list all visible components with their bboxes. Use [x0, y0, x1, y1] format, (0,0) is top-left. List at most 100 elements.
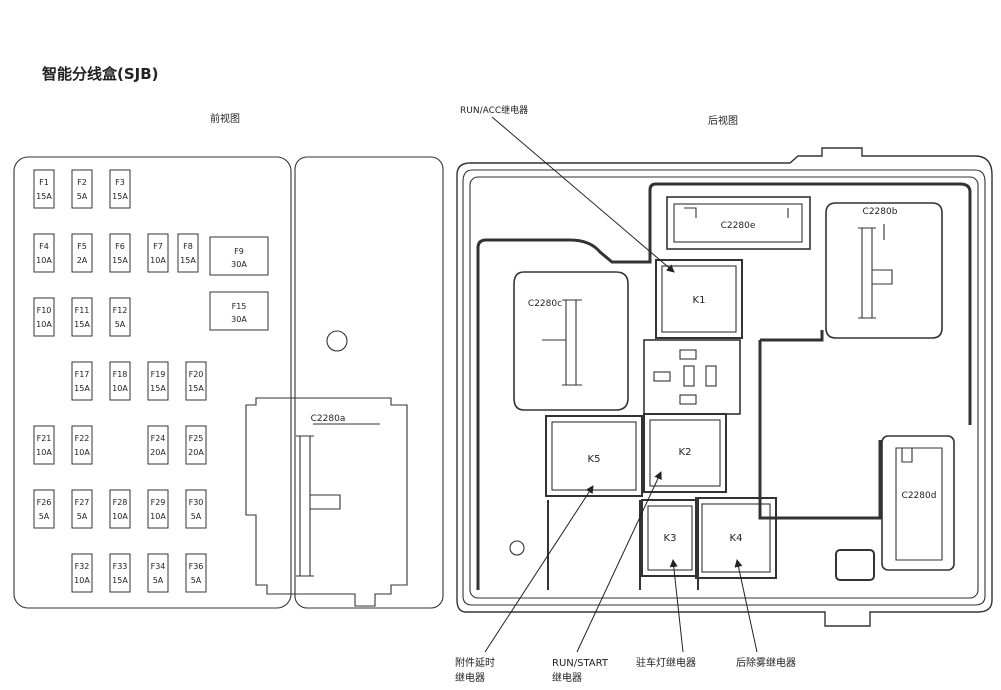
fuse-rating: 10A — [74, 448, 90, 457]
callout-run-start-line2: 继电器 — [552, 671, 582, 684]
leader-run-start — [576, 471, 662, 653]
front-cover-panel — [294, 156, 444, 609]
fuse-body — [109, 169, 131, 209]
relay-k2-label: K2 — [679, 447, 692, 458]
fuse-id: F34 — [151, 562, 166, 571]
fuse-body — [185, 553, 207, 593]
socket-terminal — [679, 349, 697, 360]
fuse-rating: 15A — [150, 384, 166, 393]
fuse-rating: 5A — [77, 192, 88, 201]
socket-terminal — [683, 365, 695, 387]
fuse-rating: 5A — [115, 320, 126, 329]
relay-k5 — [545, 415, 643, 497]
fuse-id: F20 — [189, 370, 204, 379]
relay-socket-block — [643, 339, 741, 415]
fuse-id: F32 — [75, 562, 90, 571]
fuse-id: F6 — [115, 242, 125, 251]
connector-c2280d-label: C2280d — [902, 491, 937, 501]
fuse-grid: F115AF25AF315AF410AF52AF615AF710AF815AF9… — [33, 169, 269, 593]
channel-wall-mid — [758, 330, 882, 520]
fuse-id: F17 — [75, 370, 90, 379]
fuse-rating: 5A — [153, 576, 164, 585]
fuse-id: F3 — [115, 178, 125, 187]
fuse-f34: F34 5A — [147, 553, 169, 593]
fuse-id: F8 — [183, 242, 193, 251]
callout-run-acc: RUN/ACC继电器 — [460, 104, 528, 116]
fuse-id: F12 — [113, 306, 128, 315]
fuse-rating: 10A — [112, 384, 128, 393]
fuse-rating: 2A — [77, 256, 88, 265]
fuse-id: F18 — [113, 370, 128, 379]
relay-k4-inner — [701, 503, 771, 573]
fuse-body — [147, 489, 169, 529]
relay-k2 — [643, 413, 727, 493]
leader-run-acc — [491, 116, 675, 273]
leader-accessory-delay — [484, 485, 594, 653]
fuse-id: F11 — [75, 306, 90, 315]
fuse-rating: 10A — [36, 448, 52, 457]
relay-k4 — [695, 497, 777, 579]
fuse-rating: 10A — [150, 512, 166, 521]
fuse-body — [209, 291, 269, 331]
callout-run-start-line1: RUN/START — [552, 658, 609, 669]
relay-k3 — [641, 499, 699, 577]
fuse-id: F33 — [113, 562, 128, 571]
fuse-id: F24 — [151, 434, 166, 443]
fuse-rating: 30A — [231, 260, 247, 269]
connector-c2280e-key — [684, 207, 789, 218]
mounting-hole — [326, 330, 348, 352]
leader-rear-defrost — [734, 559, 758, 653]
fuse-id: F26 — [37, 498, 52, 507]
connector-c2280b-label: C2280b — [863, 207, 898, 217]
diagram-title: 智能分线盒(SJB) — [42, 65, 159, 83]
socket-terminal — [679, 394, 697, 405]
fuse-id: F10 — [37, 306, 52, 315]
fuse-body — [33, 169, 55, 209]
fuse-body — [209, 236, 269, 276]
relay-k5-label: K5 — [588, 454, 601, 465]
fuse-id: F5 — [77, 242, 87, 251]
connector-c2280a-slot — [296, 435, 341, 577]
fuse-id: F21 — [37, 434, 52, 443]
connector-c2280d-outline — [881, 435, 955, 571]
fuse-rating: 10A — [36, 320, 52, 329]
fuse-id: F30 — [189, 498, 204, 507]
connector-c2280e-label: C2280e — [721, 221, 756, 231]
fuse-rating: 20A — [188, 448, 204, 457]
rear-view-label: 后视图 — [708, 114, 738, 127]
fuse-body — [71, 297, 93, 337]
fuse-body — [147, 553, 169, 593]
fuse-body — [71, 233, 93, 273]
fuse-body — [147, 233, 169, 273]
rear-latch — [835, 549, 875, 581]
callout-accessory-delay-line2: 继电器 — [455, 671, 485, 684]
fuse-rating: 10A — [150, 256, 166, 265]
connector-c2280d-inner — [895, 447, 943, 561]
fuse-body — [33, 425, 55, 465]
relay-k1 — [655, 259, 743, 339]
fuse-body — [33, 297, 55, 337]
fuse-body — [109, 489, 131, 529]
fuse-body — [185, 361, 207, 401]
fuse-body — [33, 489, 55, 529]
channel-wall-upper — [476, 182, 972, 590]
fuse-body — [109, 233, 131, 273]
connector-c2280e-outline — [666, 196, 811, 250]
fuse-body — [71, 169, 93, 209]
socket-terminal — [653, 371, 671, 382]
fuse-id: F28 — [113, 498, 128, 507]
fuse-id: F22 — [75, 434, 90, 443]
fuse-rating: 5A — [191, 576, 202, 585]
